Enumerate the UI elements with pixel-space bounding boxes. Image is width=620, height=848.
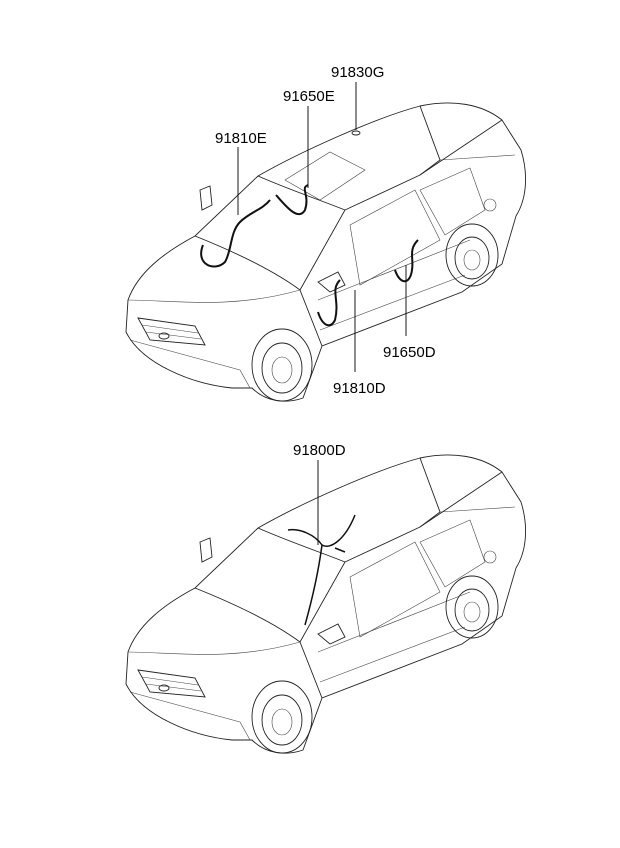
sunroof xyxy=(284,151,366,201)
label-91810E: 91810E xyxy=(215,130,267,147)
label-91830G: 91830G xyxy=(331,64,384,81)
car-top-illustration: 91830G 91650E 91810E 91650D 91810D xyxy=(125,64,527,402)
wiring-harness-91650D xyxy=(394,239,419,283)
wiring-harness-91800D xyxy=(287,514,356,626)
label-91650E: 91650E xyxy=(283,88,335,105)
car-bottom-illustration: 91800D xyxy=(125,442,527,754)
wiring-harness-91650E xyxy=(275,184,309,216)
connector-91830G xyxy=(351,130,361,136)
wiring-harness-91810E xyxy=(200,199,271,268)
label-91810D: 91810D xyxy=(333,380,386,397)
wiring-harness-91810D xyxy=(317,279,341,327)
label-91650D: 91650D xyxy=(383,344,436,361)
label-91800D: 91800D xyxy=(293,442,346,459)
